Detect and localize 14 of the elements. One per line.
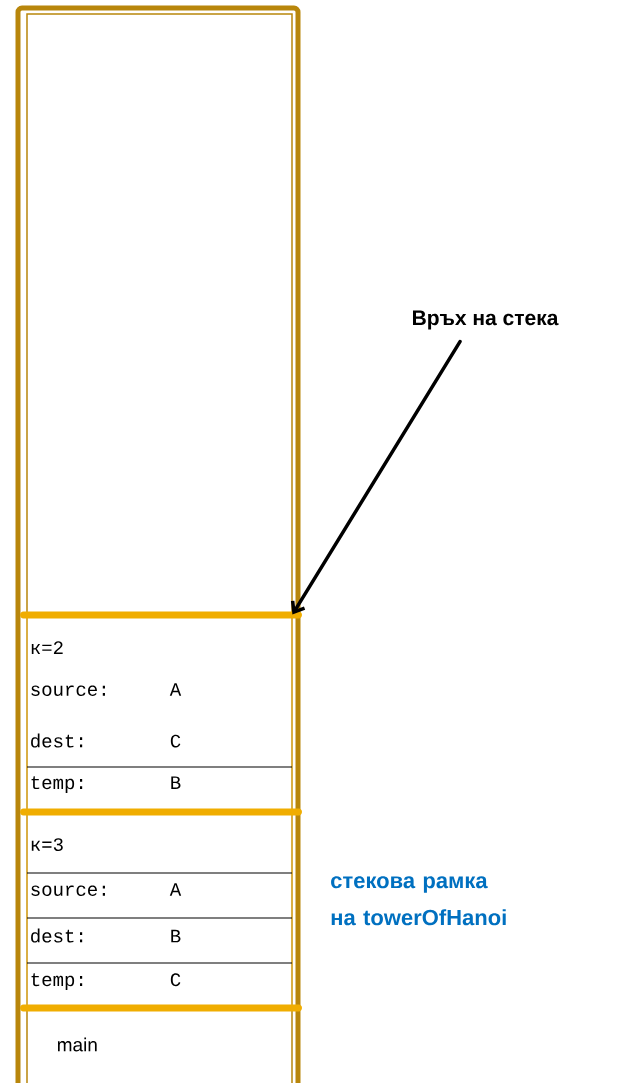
variable-row: source: A bbox=[31, 883, 182, 896]
variable-row: temp: C bbox=[31, 973, 181, 990]
arrow bbox=[290, 339, 462, 615]
variable-row: dest: C bbox=[31, 733, 181, 748]
pointer-label: Връх на стека bbox=[413, 310, 559, 330]
variable-row: dest: B bbox=[31, 928, 181, 943]
variable-row: temp: B bbox=[31, 776, 181, 793]
stack-frame bbox=[20, 808, 302, 1012]
variable-row: к=3 bbox=[31, 838, 63, 852]
frame-caption: стекова рамка на towerOfHanoi bbox=[331, 876, 506, 926]
main-frame: main bbox=[57, 1037, 97, 1052]
variable-row: source: A bbox=[31, 683, 182, 696]
variable-row: к=2 bbox=[31, 641, 63, 654]
stack-box bbox=[15, 5, 301, 1083]
